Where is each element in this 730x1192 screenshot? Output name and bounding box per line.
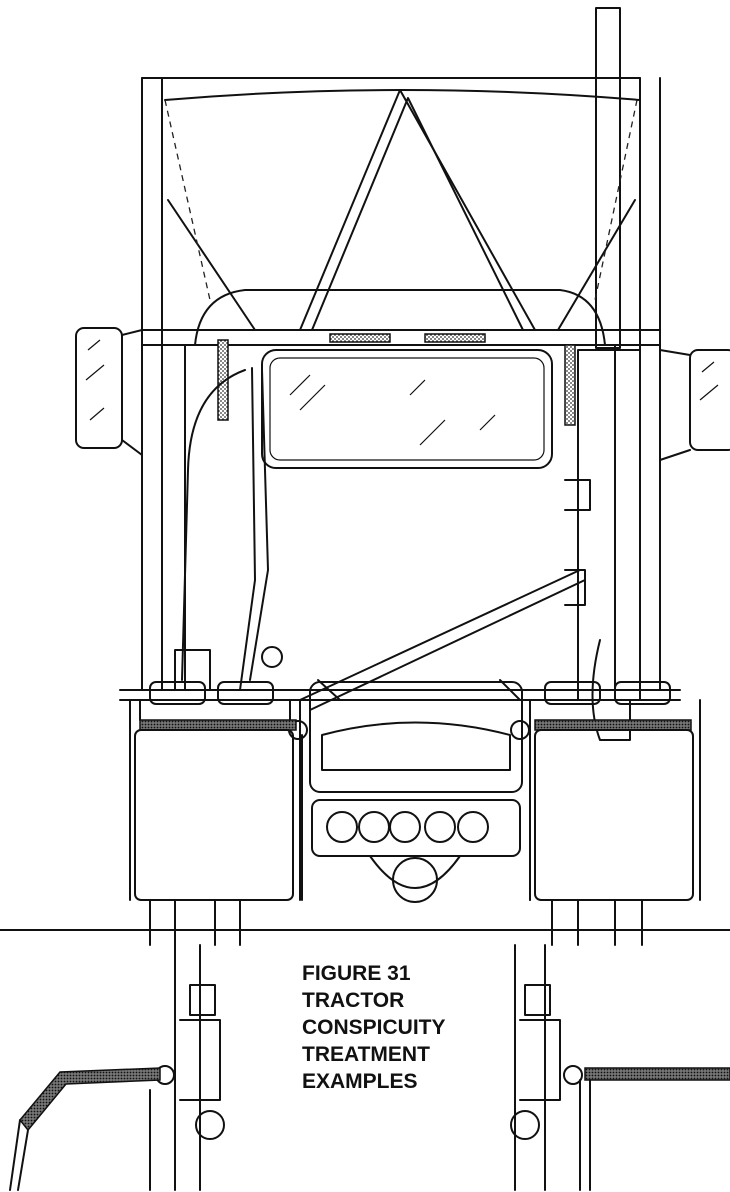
air-hoses — [174, 367, 591, 711]
detail-right — [510, 944, 730, 1191]
rear-frame — [288, 679, 531, 903]
cab-conspicuity-tape — [217, 333, 576, 426]
cab-body — [119, 289, 681, 701]
right-mudflap — [529, 681, 701, 946]
rear-window — [261, 349, 553, 469]
right-mirror — [659, 349, 730, 461]
caption-line-4: TREATMENT — [302, 1043, 430, 1066]
detail-left — [9, 944, 225, 1191]
left-mudflap — [129, 681, 301, 946]
figure-caption: FIGURE 31 TRACTOR CONSPICUITY TREATMENT … — [302, 960, 446, 1095]
caption-line-5: EXAMPLES — [302, 1070, 418, 1093]
exhaust-stack — [577, 7, 641, 741]
caption-line-2: TRACTOR — [302, 989, 405, 1012]
caption-line-3: CONSPICUITY — [302, 1016, 446, 1039]
left-mirror — [75, 327, 143, 456]
caption-line-1: FIGURE 31 — [302, 962, 411, 985]
